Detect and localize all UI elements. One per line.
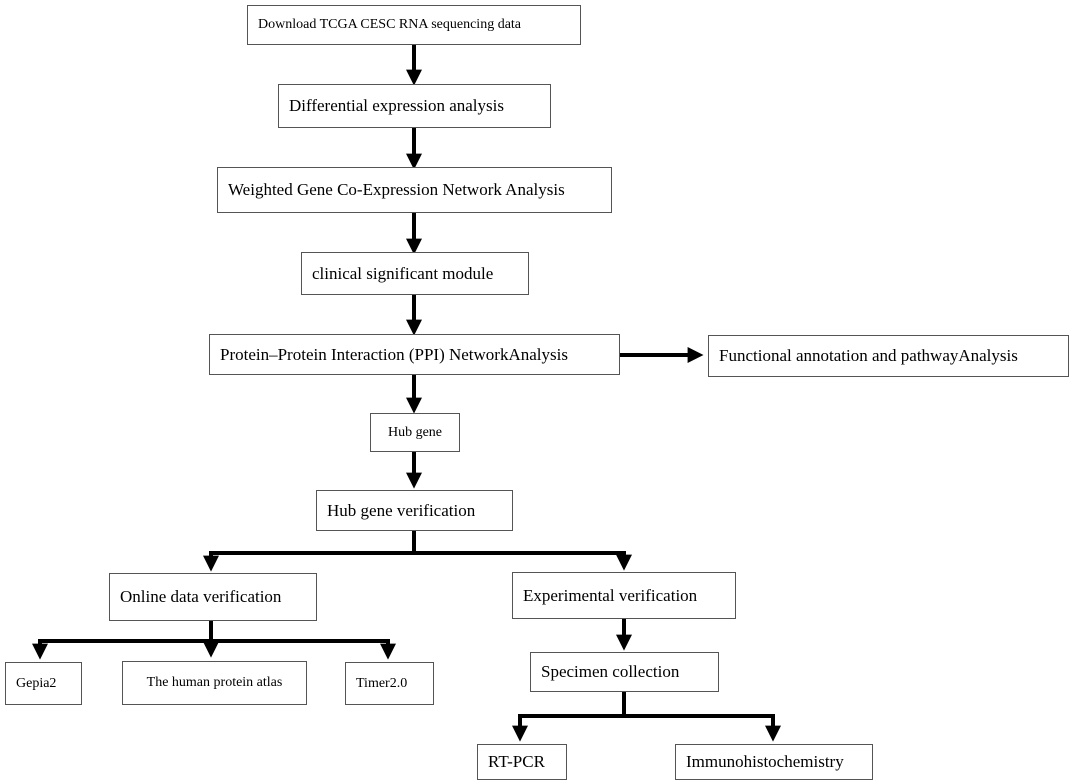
node-download: Download TCGA CESC RNA sequencing data: [247, 5, 581, 45]
edge-online-gepia2: [32, 639, 211, 660]
node-immunohistochemistry: Immunohistochemistry: [675, 744, 873, 780]
node-experimental-verification: Experimental verification: [512, 572, 736, 619]
node-rt-pcr: RT-PCR: [477, 744, 567, 780]
node-wgcna: Weighted Gene Co-Expression Network Anal…: [217, 167, 612, 213]
node-specimen-collection: Specimen collection: [530, 652, 719, 692]
node-timer2: Timer2.0: [345, 662, 434, 705]
node-functional-annotation: Functional annotation and pathwayAnalysi…: [708, 335, 1069, 377]
edge-online-timer2: [211, 639, 396, 660]
node-online-verification: Online data verification: [109, 573, 317, 621]
edge-hub-verification-online: [203, 551, 414, 572]
node-ppi-network: Protein–Protein Interaction (PPI) Networ…: [209, 334, 620, 375]
node-clinical-module: clinical significant module: [301, 252, 529, 295]
node-gepia2: Gepia2: [5, 662, 82, 705]
node-hub-verification: Hub gene verification: [316, 490, 513, 531]
node-hub-gene: Hub gene: [370, 413, 460, 452]
edge-specimen-ihc: [624, 714, 781, 742]
node-differential-expression: Differential expression analysis: [278, 84, 551, 128]
edge-hub-verification-experimental: [414, 551, 632, 571]
edge-specimen-rtpcr: [512, 714, 624, 742]
node-human-protein-atlas: The human protein atlas: [122, 661, 307, 705]
